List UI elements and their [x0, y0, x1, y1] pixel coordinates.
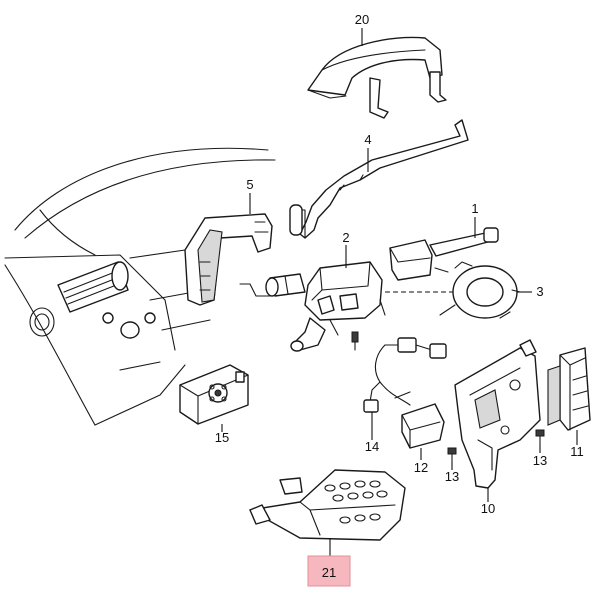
callout-3[interactable]: 3 — [536, 284, 543, 299]
callout-11[interactable]: 11 — [570, 444, 584, 459]
callout-4[interactable]: 4 — [364, 132, 371, 147]
callout-15[interactable]: 15 — [215, 430, 229, 445]
part-10-bracket[interactable] — [454, 339, 541, 489]
leader-lines — [221, 28, 578, 558]
callout-14[interactable]: 14 — [365, 439, 379, 454]
part-13-screw-a[interactable] — [447, 447, 457, 463]
callout-20[interactable]: 20 — [355, 12, 369, 27]
part-4-wiring-harness[interactable] — [289, 119, 469, 239]
callout-1[interactable]: 1 — [471, 201, 478, 216]
part-13-screw-b[interactable] — [535, 429, 545, 445]
part-21-lower-trim[interactable] — [249, 469, 406, 541]
callout-13-right[interactable]: 13 — [533, 453, 547, 468]
callout-12[interactable]: 12 — [414, 460, 428, 475]
part-15-module[interactable] — [179, 364, 249, 425]
part-5-control-unit[interactable] — [184, 213, 273, 306]
part-12-module[interactable] — [401, 403, 445, 449]
callout-21[interactable]: 21 — [322, 565, 336, 580]
callout-13-left[interactable]: 13 — [445, 469, 459, 484]
callout-21-highlight — [307, 555, 351, 587]
part-11-relay-carrier[interactable] — [547, 347, 591, 431]
part-1-stalk-switch[interactable] — [389, 227, 499, 281]
dashboard-outline — [4, 147, 276, 426]
callout-10[interactable]: 10 — [481, 501, 495, 516]
callout-labels: 20 4 5 1 2 3 14 12 13 13 10 11 15 21 — [215, 12, 584, 580]
part-3-clock-spring[interactable] — [439, 261, 521, 319]
callout-5[interactable]: 5 — [246, 177, 253, 192]
part-20-column-trim[interactable] — [307, 36, 447, 119]
part-2-switch-housing[interactable] — [265, 261, 386, 352]
part-14-wiring-harness[interactable] — [363, 337, 447, 413]
trim-vent-holes — [324, 480, 388, 524]
callout-2[interactable]: 2 — [342, 230, 349, 245]
